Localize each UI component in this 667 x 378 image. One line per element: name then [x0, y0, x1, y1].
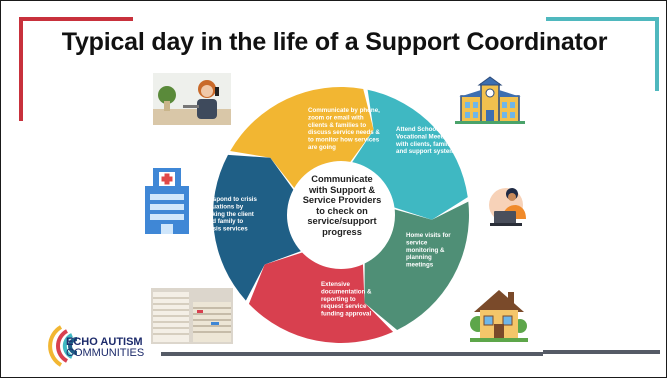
slide-title: Typical day in the life of a Support Coo…: [61, 28, 608, 56]
hospital-icon: [145, 168, 189, 234]
segment-documentation: [248, 252, 394, 343]
red-corner-bar: [19, 17, 133, 21]
logo-wordmark: ECHO AUTISM COMMUNITIES: [66, 337, 144, 359]
echo-autism-logo-icon: [48, 325, 78, 367]
segment-communicate: [230, 86, 374, 188]
person-at-laptop-icon: [489, 188, 526, 226]
center-circle: [289, 163, 393, 267]
teal-corner-bar-vertical: [655, 17, 659, 91]
segment-crisis: [212, 154, 301, 301]
center-label: Communicate with Support & Service Provi…: [302, 174, 382, 237]
bottom-rule: [161, 352, 543, 356]
house-icon: [470, 290, 528, 342]
bottom-rule-right: [543, 350, 660, 354]
paper-stacks-icon: [151, 288, 233, 344]
school-building-icon: [455, 76, 525, 124]
logo-line-2: COMMUNITIES: [66, 347, 145, 359]
segment-school-meetings: [352, 89, 468, 220]
teal-corner-bar: [546, 17, 659, 21]
woman-on-phone-icon: [153, 73, 231, 125]
logo-line-1: ECHO AUTISM: [66, 336, 143, 348]
red-corner-bar-vertical: [19, 17, 23, 121]
segment-home-visits: [364, 201, 469, 331]
